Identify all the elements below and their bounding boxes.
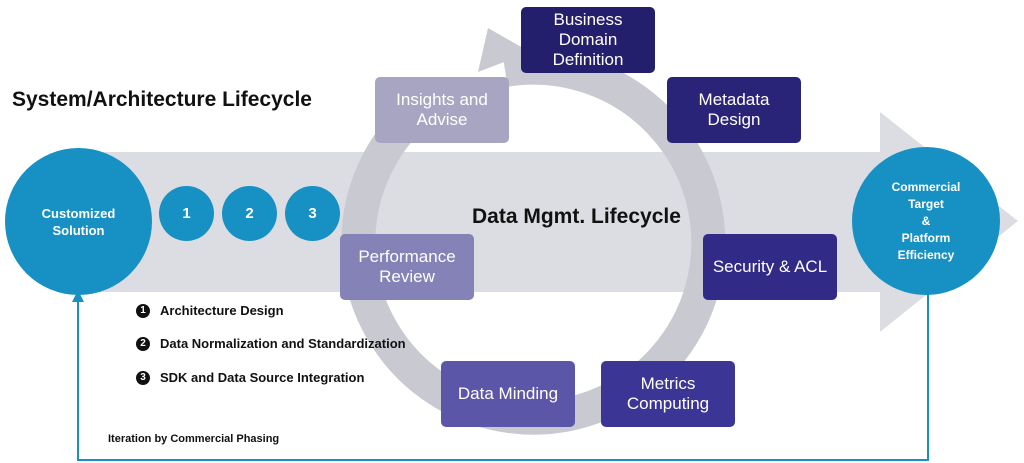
legend-number: 3 bbox=[136, 370, 150, 385]
customized-solution-node: Customized Solution bbox=[5, 148, 152, 295]
step-circle-1: 1 bbox=[159, 186, 214, 241]
legend-number: 2 bbox=[136, 336, 150, 351]
legend-label: Data Normalization and Standardization bbox=[160, 336, 406, 351]
legend-item: 1 Architecture Design bbox=[136, 303, 284, 318]
stage-business-domain-definition: Business Domain Definition bbox=[521, 7, 655, 73]
commercial-target-node: Commercial Target & Platform Efficiency bbox=[852, 147, 1000, 295]
cycle-title: Data Mgmt. Lifecycle bbox=[472, 205, 681, 228]
end-node-line: Efficiency bbox=[897, 247, 955, 262]
legend-item: 3 SDK and Data Source Integration bbox=[136, 370, 364, 385]
end-node-line: Commercial bbox=[891, 179, 961, 194]
stage-insights-and-advise: Insights and Advise bbox=[375, 77, 509, 143]
iteration-feedback-arrowhead bbox=[72, 290, 84, 302]
end-node-line: & bbox=[921, 213, 931, 228]
iteration-label: Iteration by Commercial Phasing bbox=[108, 433, 280, 445]
stage-metrics-computing: Metrics Computing bbox=[601, 361, 735, 427]
stage-performance-review: Performance Review bbox=[340, 234, 474, 300]
end-node-line: Target bbox=[908, 196, 944, 211]
step-circle-3: 3 bbox=[285, 186, 340, 241]
end-node-line: Platform bbox=[901, 230, 951, 245]
legend-label: Architecture Design bbox=[160, 303, 284, 318]
cycle-ring-arrowhead bbox=[478, 28, 530, 72]
stage-security-acl: Security & ACL bbox=[703, 234, 837, 300]
customized-solution-label: Customized Solution bbox=[41, 205, 116, 238]
page-title: System/Architecture Lifecycle bbox=[12, 88, 312, 111]
legend-number: 1 bbox=[136, 303, 150, 318]
iteration-feedback-line bbox=[77, 285, 929, 461]
legend-label: SDK and Data Source Integration bbox=[160, 370, 365, 385]
step-circle-2: 2 bbox=[222, 186, 277, 241]
stage-metadata-design: Metadata Design bbox=[667, 77, 801, 143]
legend-item: 2 Data Normalization and Standardization bbox=[136, 336, 406, 351]
stage-data-minding: Data Minding bbox=[441, 361, 575, 427]
